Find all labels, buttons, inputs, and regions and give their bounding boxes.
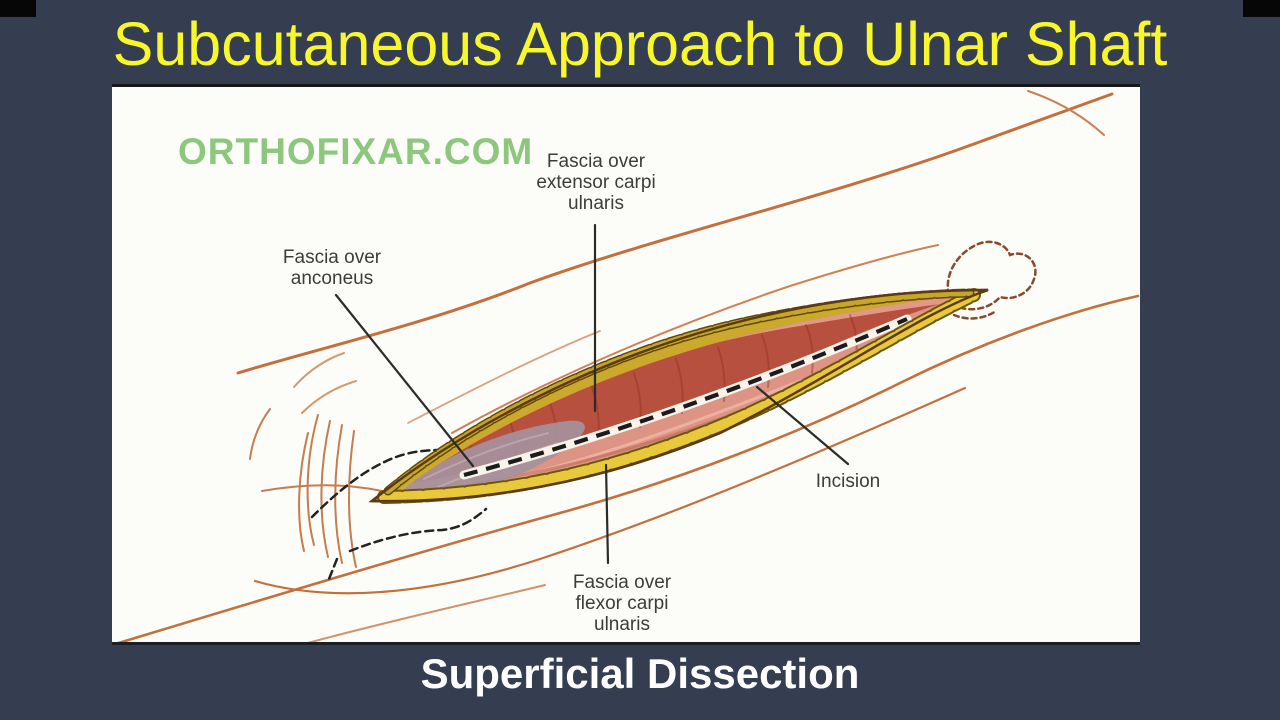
bottom-forearm-contour-1 xyxy=(117,294,1140,642)
slide-title: Subcutaneous Approach to Ulnar Shaft xyxy=(112,10,1168,78)
slide-subtitle: Superficial Dissection xyxy=(420,650,860,697)
leader-incision xyxy=(755,385,850,466)
anatomy-illustration xyxy=(117,90,1140,642)
corner-mark-left xyxy=(0,0,36,17)
upper-left-skin-stroke-1 xyxy=(293,352,345,388)
incision-dashed-line xyxy=(463,317,908,478)
skin-contour-lines xyxy=(117,90,1140,642)
retraction-line-1 xyxy=(451,244,939,434)
leader-flexor xyxy=(604,463,610,565)
leader-lines xyxy=(334,223,850,565)
surgical-wound xyxy=(368,288,989,504)
leader-anconeus xyxy=(334,293,475,468)
label-fascia-flexor-carpi-ulnaris: Fascia over flexor carpi ulnaris xyxy=(572,572,672,635)
elbow-crease-lines xyxy=(249,408,383,568)
label-fascia-extensor-carpi-ulnaris: Fascia over extensor carpi ulnaris xyxy=(536,151,656,214)
figure-panel: ORTHOFIXAR.COM Fascia over extensor carp… xyxy=(112,84,1140,645)
anconeus-region xyxy=(402,420,585,496)
retraction-line-2 xyxy=(407,330,601,424)
ulna-border-dashed-lines xyxy=(310,447,488,581)
elbow-cross-line xyxy=(261,484,383,492)
bottom-forearm-contour-3 xyxy=(307,584,546,642)
label-fascia-anconeus: Fascia over anconeus xyxy=(282,247,382,289)
upper-left-skin-stroke-2 xyxy=(301,380,357,414)
wound-skin-edge xyxy=(368,288,989,503)
bottom-forearm-contour-2 xyxy=(253,386,967,595)
corner-mark-right xyxy=(1243,0,1280,17)
label-incision: Incision xyxy=(815,471,881,492)
top-right-skin-stroke xyxy=(1027,90,1105,136)
watermark: ORTHOFIXAR.COM xyxy=(178,131,534,172)
top-forearm-contour xyxy=(236,92,1114,375)
